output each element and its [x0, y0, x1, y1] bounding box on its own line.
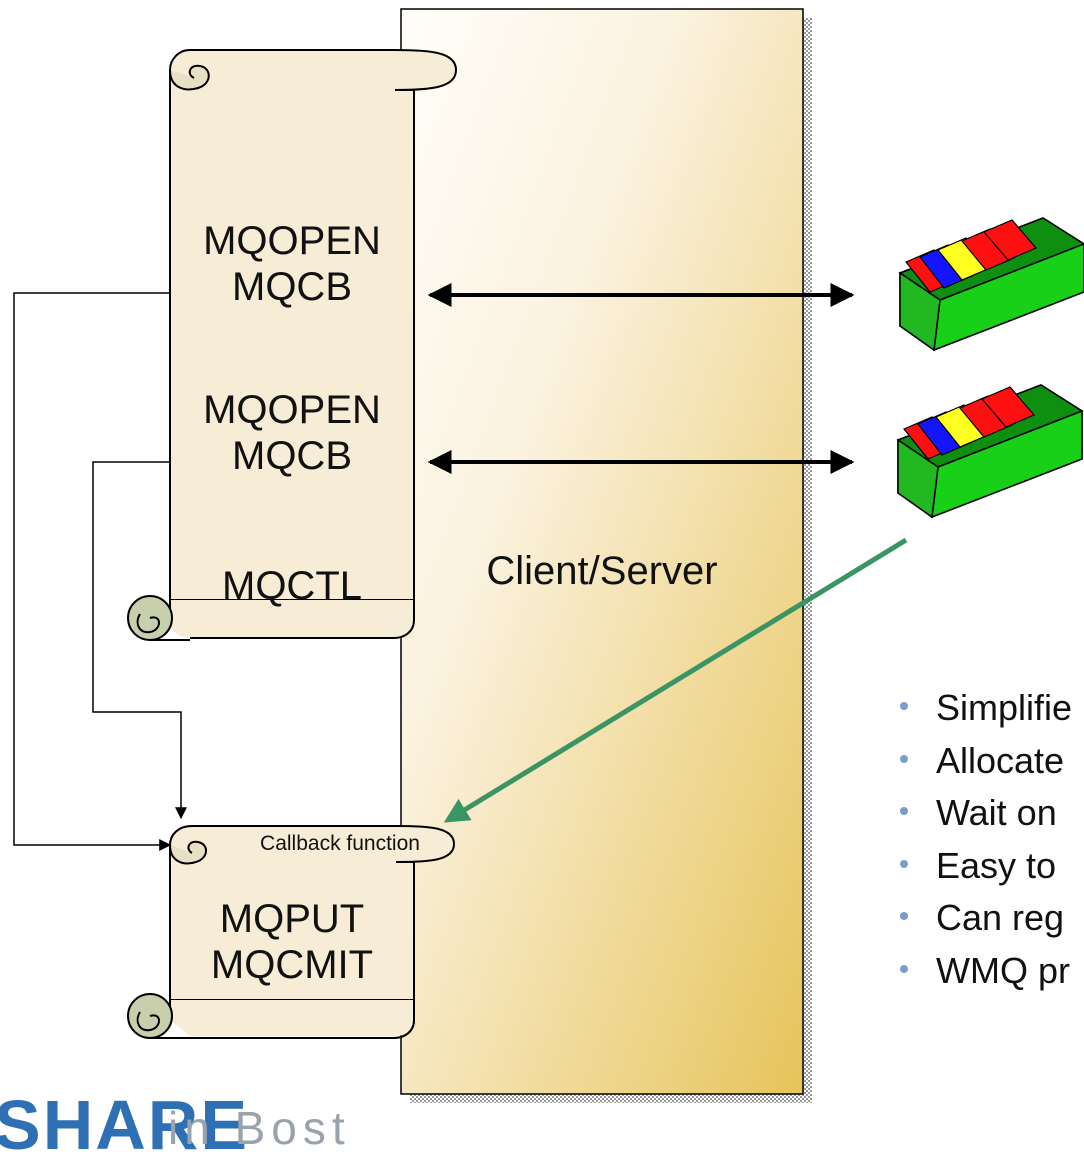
callback-scroll-curl [127, 993, 190, 1039]
callback-call-mqput: MQPUT [219, 897, 365, 941]
bullet-item: Allocate [900, 735, 1072, 788]
bullet-dot-icon [900, 964, 908, 973]
bullet-dot-icon [900, 912, 908, 921]
bullet-dot-icon [900, 702, 908, 711]
program-call-mqopen-1: MQOPEN [203, 219, 381, 263]
client-server-label: Client/Server [486, 549, 718, 593]
feature-bullet-list: Simplifie Allocate Wait on Easy to Can r… [900, 682, 1072, 997]
program-scroll [127, 49, 458, 641]
program-call-mqopen-2: MQOPEN [203, 388, 381, 432]
bullet-item: Simplifie [900, 682, 1072, 735]
program-call-mqctl: MQCTL [222, 564, 362, 608]
bullet-dot-icon [900, 859, 908, 868]
client-server-box [400, 8, 812, 1103]
program-call-mqcb-2: MQCB [232, 434, 352, 478]
bullet-item: Can reg [900, 892, 1072, 945]
callback-connector-lines [13, 292, 187, 851]
callback-call-mqcmit: MQCMIT [210, 943, 374, 987]
bullet-item: Easy to [900, 840, 1072, 893]
bullet-dot-icon [900, 754, 908, 763]
queue-2-icon [896, 384, 1084, 519]
callback-function-title: Callback function [260, 832, 420, 855]
program-scroll-curl [127, 595, 190, 641]
callback-scroll [127, 770, 456, 1039]
program-call-mqcb-1: MQCB [232, 265, 352, 309]
message-delivery-arrow [443, 537, 908, 823]
bullet-dot-icon [900, 807, 908, 816]
share-logo-subtitle: in Bost [168, 1102, 351, 1154]
queue-1-icon [898, 217, 1084, 352]
bullet-item: Wait on [900, 787, 1072, 840]
bullet-item: WMQ pr [900, 945, 1072, 998]
